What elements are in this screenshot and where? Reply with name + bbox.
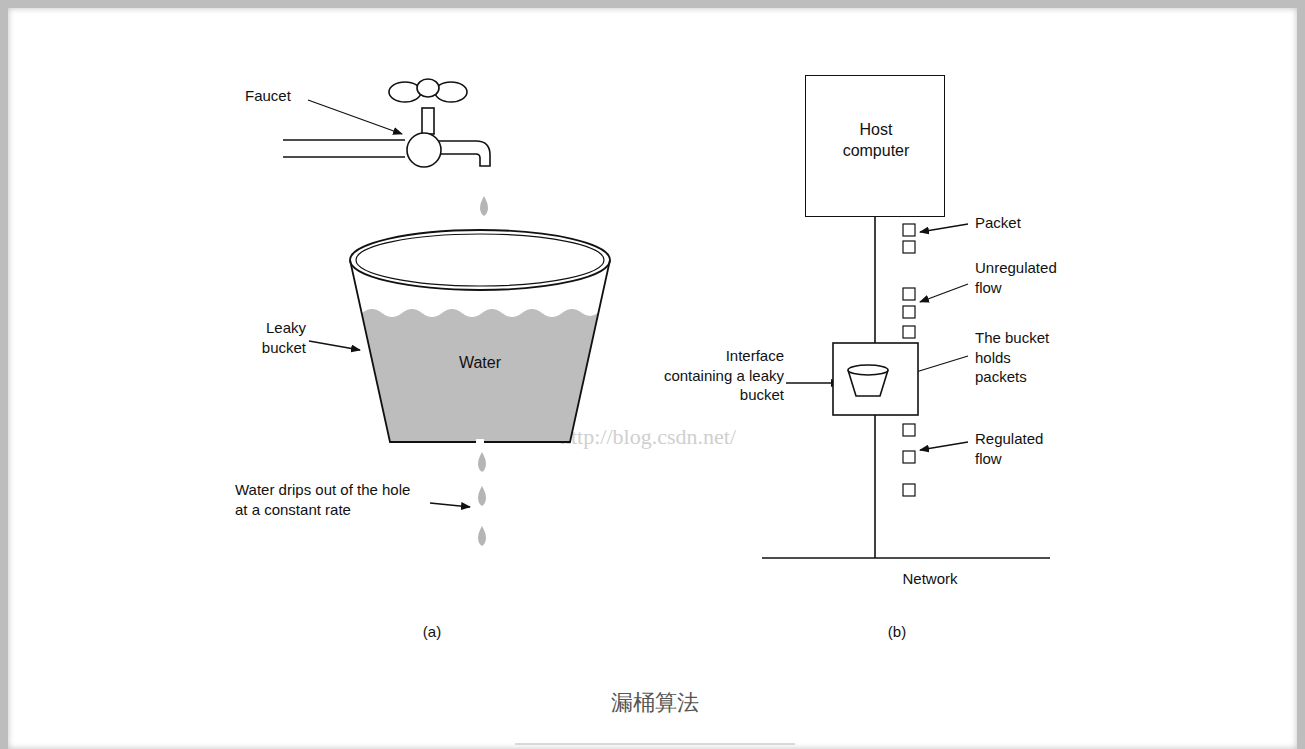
callout-label: Regulated flow xyxy=(975,429,1059,468)
callout-label: Water drips out of the hole at a constan… xyxy=(235,480,427,519)
figure-tag: (b) xyxy=(877,622,917,642)
bucket-outline xyxy=(345,225,615,447)
caption: 漏桶算法 xyxy=(611,688,699,718)
callout-label: Interface containing a leaky bucket xyxy=(658,346,784,405)
leaky-bucket: Water xyxy=(345,225,615,447)
node-text: Water xyxy=(345,353,615,374)
callout-label: Packet xyxy=(975,213,1055,233)
caption-rule xyxy=(515,743,795,745)
figure-tag: (a) xyxy=(412,622,452,642)
host-box: Host computer xyxy=(805,75,945,217)
callout-label: Faucet xyxy=(245,86,315,106)
callout-label: Unregulated flow xyxy=(975,258,1073,297)
faucet xyxy=(283,79,490,167)
watermark: http://blog.csdn.net/ xyxy=(560,424,736,450)
packets xyxy=(903,224,915,496)
callout-label: The bucket holds packets xyxy=(975,328,1063,387)
node-text: Host computer xyxy=(831,120,921,162)
callout-label: Leaky bucket xyxy=(240,318,306,357)
network-label: Network xyxy=(890,569,970,589)
